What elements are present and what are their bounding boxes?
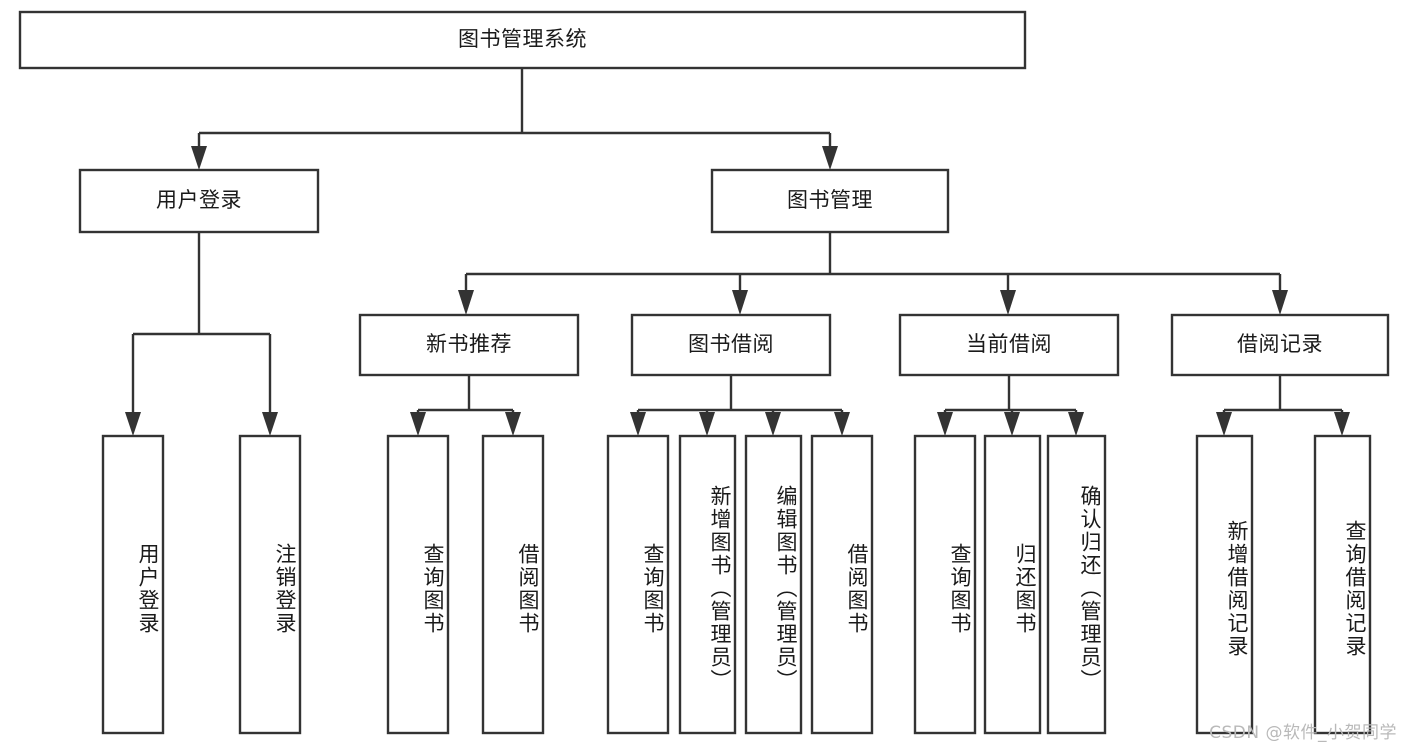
node-box-leaf-query-book-recommend[interactable] <box>386 434 450 735</box>
connector-group-book-management-to-level3 <box>458 232 1288 315</box>
node-box-leaf-query-book-current[interactable] <box>913 434 977 735</box>
arrow-head-leaf-query-book-current <box>937 412 953 436</box>
node-box-root[interactable] <box>18 10 1027 70</box>
node-box-user-login[interactable] <box>78 168 320 234</box>
arrow-head-current-borrow <box>1000 290 1016 315</box>
connector-group-current-borrow-to-leaves <box>937 375 1084 436</box>
arrow-head-new-book-recommend <box>458 290 474 315</box>
node-box-book-borrow[interactable] <box>630 313 832 377</box>
connector-group-root-to-level2 <box>191 68 838 170</box>
arrow-head-book-borrow <box>732 290 748 315</box>
arrow-head-leaf-borrow-book <box>834 412 850 436</box>
node-box-leaf-user-logout[interactable] <box>238 434 302 735</box>
arrow-head-leaf-user-login <box>125 412 141 436</box>
arrow-head-leaf-user-logout <box>262 412 278 436</box>
arrow-head-book-management <box>822 146 838 170</box>
connector-group-user-login-to-leaves <box>125 232 278 436</box>
connector-group-book-borrow-to-leaves <box>630 375 850 436</box>
arrow-head-user-login <box>191 146 207 170</box>
arrow-head-borrow-record <box>1272 290 1288 315</box>
node-box-book-management[interactable] <box>710 168 950 234</box>
node-box-leaf-query-book-borrow[interactable] <box>606 434 670 735</box>
node-box-leaf-confirm-return-admin[interactable] <box>1046 434 1107 735</box>
connector-group-new-book-recommend-to-leaves <box>410 375 521 436</box>
arrow-head-leaf-query-book-borrow <box>630 412 646 436</box>
arrow-head-leaf-query-book-recommend <box>410 412 426 436</box>
node-box-leaf-return-book[interactable] <box>983 434 1042 735</box>
node-box-borrow-record[interactable] <box>1170 313 1390 377</box>
arrow-head-leaf-confirm-return-admin <box>1068 412 1084 436</box>
watermark-text: CSDN @软件_小贺同学 <box>1209 723 1397 743</box>
arrow-head-leaf-add-borrow-record <box>1216 412 1232 436</box>
arrow-head-leaf-return-book <box>1004 412 1020 436</box>
node-box-leaf-add-book-admin[interactable] <box>678 434 737 735</box>
node-box-leaf-user-login[interactable] <box>101 434 165 735</box>
arrow-head-leaf-query-borrow-record <box>1334 412 1350 436</box>
node-box-leaf-query-borrow-record[interactable] <box>1313 434 1372 735</box>
arrow-head-leaf-edit-book-admin <box>765 412 781 436</box>
node-box-current-borrow[interactable] <box>898 313 1120 377</box>
node-box-leaf-edit-book-admin[interactable] <box>744 434 803 735</box>
arrow-head-leaf-borrow-book-recommend <box>505 412 521 436</box>
node-box-leaf-add-borrow-record[interactable] <box>1195 434 1254 735</box>
connector-group-borrow-record-to-leaves <box>1216 375 1350 436</box>
arrow-head-leaf-add-book-admin <box>699 412 715 436</box>
node-box-leaf-borrow-book[interactable] <box>810 434 874 735</box>
node-box-new-book-recommend[interactable] <box>358 313 580 377</box>
node-box-leaf-borrow-book-recommend[interactable] <box>481 434 545 735</box>
